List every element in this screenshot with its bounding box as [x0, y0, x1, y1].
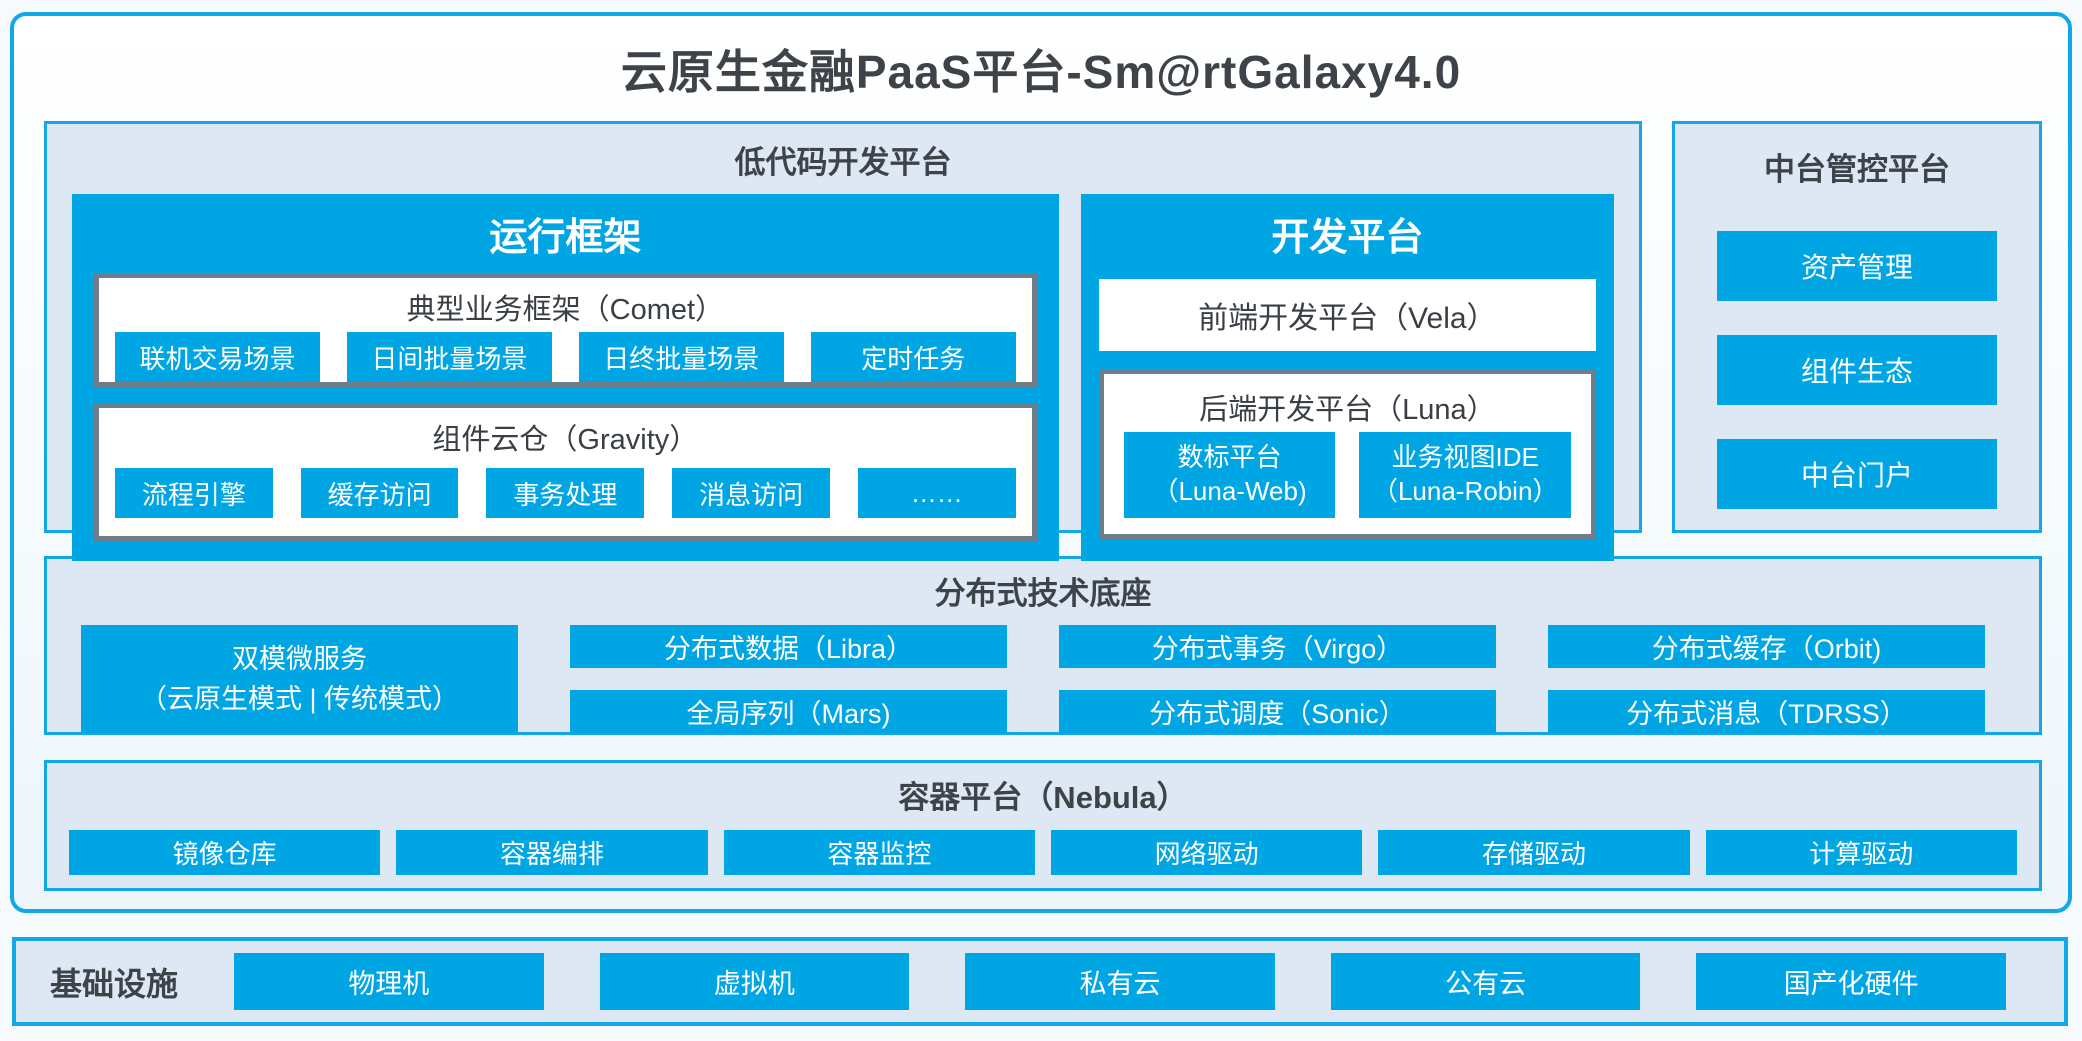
gravity-block: 缓存访问: [300, 468, 459, 518]
gravity-warehouse-box: 组件云仓（Gravity） 流程引擎 缓存访问 事务处理 消息访问 ……: [94, 403, 1037, 541]
asset-management-block: 资产管理: [1717, 231, 1997, 301]
runtime-framework-panel: 运行框架 典型业务框架（Comet） 联机交易场景 日间批量场景 日终批量场景 …: [72, 194, 1059, 561]
page-title: 云原生金融PaaS平台-Sm@rtGalaxy4.0: [620, 45, 1462, 98]
dev-platform-title: 开发平台: [1271, 217, 1424, 259]
runtime-framework-title: 运行框架: [489, 217, 642, 259]
distributed-column: 分布式事务（Virgo） 分布式调度（Sonic）: [1059, 625, 1496, 733]
main-architecture-panel: 云原生金融PaaS平台-Sm@rtGalaxy4.0 低代码开发平台 运行框架 …: [10, 12, 2072, 913]
dual-mode-line1: 双模微服务: [232, 643, 367, 674]
comet-blocks-row: 联机交易场景 日间批量场景 日终批量场景 定时任务: [99, 332, 1032, 394]
infrastructure-blocks: 物理机 虚拟机 私有云 公有云 国产化硬件: [234, 953, 2006, 1010]
luna-robin-block: 业务视图IDE （Luna-Robin）: [1359, 432, 1572, 518]
gravity-warehouse-box-title: 组件云仓（Gravity）: [432, 424, 699, 456]
image-registry-block: 镜像仓库: [69, 830, 381, 875]
distributed-message-block: 分布式消息（TDRSS）: [1548, 690, 1985, 733]
storage-driver-block: 存储驱动: [1378, 830, 1690, 875]
comet-block: 联机交易场景: [115, 332, 320, 382]
luna-backend-box-title: 后端开发平台（Luna）: [1199, 394, 1496, 426]
low-code-platform-section: 低代码开发平台 运行框架 典型业务框架（Comet） 联机交易场景 日间批量场景…: [44, 121, 1642, 561]
virtual-machine-block: 虚拟机: [599, 953, 910, 1010]
domestic-hardware-block: 国产化硬件: [1696, 953, 2006, 1010]
container-orchestration-block: 容器编排: [396, 830, 708, 875]
dev-platform-panel: 开发平台 前端开发平台（Vela） 后端开发平台（Luna） 数标平台 （Lun…: [1080, 194, 1614, 561]
low-code-panels: 运行框架 典型业务框架（Comet） 联机交易场景 日间批量场景 日终批量场景 …: [47, 194, 1639, 585]
luna-robin-block-line2: （Luna-Robin）: [1371, 476, 1559, 506]
low-code-platform-header: 低代码开发平台: [734, 145, 952, 180]
luna-backend-box: 后端开发平台（Luna） 数标平台 （Luna-Web) 业务视图IDE （Lu…: [1098, 369, 1596, 539]
mid-platform-management-header: 中台管控平台: [1764, 152, 1950, 187]
mid-platform-portal-block: 中台门户: [1717, 439, 1997, 509]
component-ecosystem-block: 组件生态: [1717, 335, 1997, 405]
distributed-cache-block: 分布式缓存（Orbit): [1548, 625, 1985, 668]
luna-blocks-row: 数标平台 （Luna-Web) 业务视图IDE （Luna-Robin）: [1104, 432, 1591, 534]
gravity-block: 流程引擎: [115, 468, 273, 518]
luna-web-block: 数标平台 （Luna-Web): [1123, 432, 1336, 518]
distributed-grid: 双模微服务 （云原生模式 | 传统模式） 分布式数据（Libra） 全局序列（M…: [47, 625, 2039, 733]
top-row: 低代码开发平台 运行框架 典型业务框架（Comet） 联机交易场景 日间批量场景…: [44, 121, 2042, 561]
mid-platform-management-section: 中台管控平台 资产管理 组件生态 中台门户: [1672, 121, 2042, 533]
vela-frontend-block: 前端开发平台（Vela）: [1098, 279, 1596, 351]
luna-web-block-line2: （Luna-Web): [1152, 476, 1307, 506]
compute-driver-block: 计算驱动: [1705, 830, 2017, 875]
container-platform-header: 容器平台（Nebula）: [898, 780, 1188, 815]
distributed-column: 分布式缓存（Orbit) 分布式消息（TDRSS）: [1548, 625, 1985, 733]
infrastructure-bar: 基础设施 物理机 虚拟机 私有云 公有云 国产化硬件: [12, 937, 2068, 1026]
infrastructure-label: 基础设施: [50, 965, 179, 1002]
distributed-base-section: 分布式技术底座 双模微服务 （云原生模式 | 传统模式） 分布式数据（Libra…: [44, 556, 2042, 735]
container-monitoring-block: 容器监控: [723, 830, 1035, 875]
mid-platform-blocks: 资产管理 组件生态 中台门户: [1675, 189, 2039, 509]
public-cloud-block: 公有云: [1330, 953, 1641, 1010]
gravity-block: 消息访问: [672, 468, 830, 518]
dual-mode-microservice-block: 双模微服务 （云原生模式 | 传统模式）: [81, 625, 518, 733]
distributed-scheduling-block: 分布式调度（Sonic）: [1059, 690, 1496, 733]
private-cloud-block: 私有云: [965, 953, 1275, 1010]
gravity-block: 事务处理: [486, 468, 645, 518]
container-platform-section: 容器平台（Nebula） 镜像仓库 容器编排 容器监控 网络驱动 存储驱动 计算…: [44, 760, 2042, 891]
distributed-data-block: 分布式数据（Libra）: [570, 625, 1007, 668]
comet-block: 定时任务: [810, 332, 1016, 382]
gravity-block-more: ……: [857, 468, 1016, 518]
gravity-blocks-row: 流程引擎 缓存访问 事务处理 消息访问 ……: [99, 462, 1032, 536]
luna-web-block-line1: 数标平台: [1177, 442, 1282, 473]
comet-block: 日终批量场景: [578, 332, 784, 382]
comet-framework-box: 典型业务框架（Comet） 联机交易场景 日间批量场景 日终批量场景 定时任务: [94, 273, 1037, 387]
container-platform-blocks: 镜像仓库 容器编排 容器监控 网络驱动 存储驱动 计算驱动: [47, 830, 2039, 875]
distributed-base-header: 分布式技术底座: [934, 576, 1152, 611]
dual-mode-line2: （云原生模式 | 传统模式）: [139, 684, 460, 714]
distributed-column: 分布式数据（Libra） 全局序列（Mars): [570, 625, 1007, 733]
global-sequence-block: 全局序列（Mars): [570, 690, 1007, 733]
distributed-transaction-block: 分布式事务（Virgo）: [1059, 625, 1496, 668]
luna-robin-block-line1: 业务视图IDE: [1391, 442, 1539, 473]
physical-machine-block: 物理机: [234, 953, 544, 1010]
comet-framework-box-title: 典型业务框架（Comet）: [406, 294, 725, 326]
comet-block: 日间批量场景: [346, 332, 552, 382]
network-driver-block: 网络驱动: [1050, 830, 1363, 875]
